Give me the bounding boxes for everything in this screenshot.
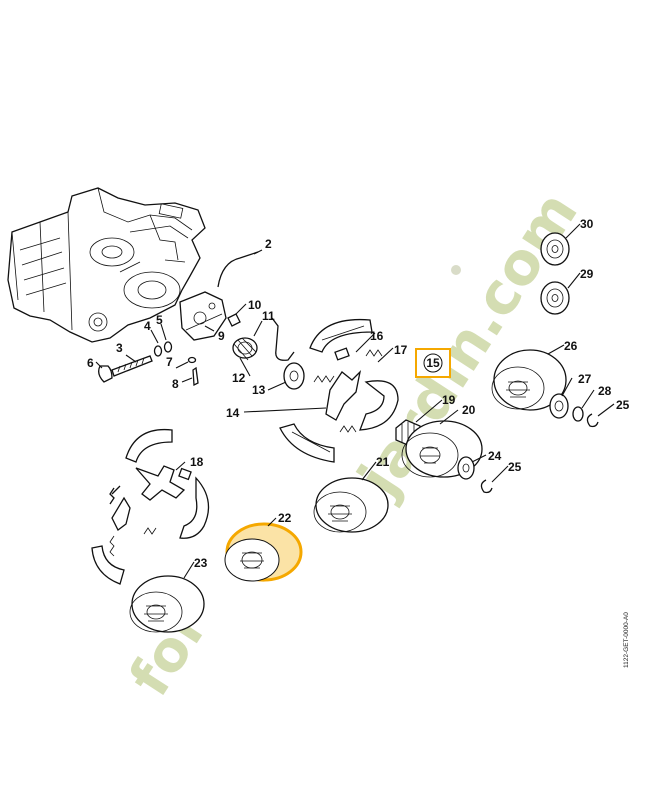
- clutch-upper: [279, 318, 399, 463]
- part-25-clip-lower: [480, 479, 493, 494]
- part-23-drum: [129, 575, 205, 633]
- callout-30: 30: [580, 217, 594, 231]
- callout-3: 3: [116, 341, 123, 355]
- callout-24: 24: [488, 449, 502, 463]
- callout-15: 15: [426, 356, 440, 370]
- callout-9: 9: [218, 329, 225, 343]
- part-5-washer: [163, 341, 173, 353]
- callout-25-lower: 25: [508, 460, 522, 474]
- reference-code: 1122-GET-0000-A0: [623, 612, 630, 668]
- part-10-plug: [227, 313, 241, 327]
- part-26-rim-drum: [491, 349, 567, 411]
- callout-16: 16: [370, 329, 384, 343]
- callout-labels: 2 3 4 5 6 7 8 9 10 11 12 13 14 16 17 18 …: [87, 217, 630, 570]
- part-2-oil-hose: [217, 251, 259, 288]
- callout-10: 10: [248, 298, 262, 312]
- callout-25-upper: 25: [616, 398, 630, 412]
- part-4-washer: [153, 345, 163, 357]
- part-8-pin: [192, 366, 199, 387]
- watermark-dot: [451, 265, 461, 275]
- callout-2: 2: [265, 237, 272, 251]
- oil-pump: [179, 291, 227, 341]
- callout-15-circle: [423, 353, 443, 373]
- part-3-screw: [111, 355, 153, 377]
- callout-4: 4: [144, 319, 151, 333]
- part-11-worm-gear: [232, 337, 258, 361]
- part-29-bearing-lower: [540, 281, 570, 315]
- part-7-ring: [187, 356, 197, 364]
- callout-17: 17: [394, 343, 408, 357]
- callout-18: 18: [190, 455, 204, 469]
- callout-5: 5: [156, 313, 163, 327]
- callout-7: 7: [166, 355, 173, 369]
- callout-28: 28: [598, 384, 612, 398]
- part-22-highlighted-drum: [224, 522, 303, 582]
- callout-23: 23: [194, 556, 208, 570]
- callout-13: 13: [252, 383, 266, 397]
- part-13-washer: [283, 362, 305, 390]
- part-30-bearing-upper: [540, 232, 570, 266]
- part-21-sprocket-drum: [313, 477, 389, 533]
- part-6-handle: [98, 365, 113, 383]
- callout-20: 20: [462, 403, 476, 417]
- clutch-lower: [91, 428, 210, 585]
- callout-22: 22: [278, 511, 292, 525]
- part-24-washer: [457, 456, 475, 480]
- callout-12: 12: [232, 371, 246, 385]
- callout-29: 29: [580, 267, 594, 281]
- callout-15-highlight: 15: [415, 348, 451, 378]
- callout-19: 19: [442, 393, 456, 407]
- part-12-spring: [271, 317, 295, 361]
- part-27-rim-sprocket: [549, 393, 569, 419]
- leader-lines: [95, 223, 615, 579]
- callout-21: 21: [376, 455, 390, 469]
- part-25-clip-upper: [586, 413, 599, 428]
- part-28-washer: [572, 406, 584, 422]
- callout-26: 26: [564, 339, 578, 353]
- callout-14: 14: [226, 406, 240, 420]
- callout-27: 27: [578, 372, 592, 386]
- callout-8: 8: [172, 377, 179, 391]
- engine-housing: [7, 187, 206, 343]
- callout-6: 6: [87, 356, 94, 370]
- callout-11: 11: [262, 309, 275, 323]
